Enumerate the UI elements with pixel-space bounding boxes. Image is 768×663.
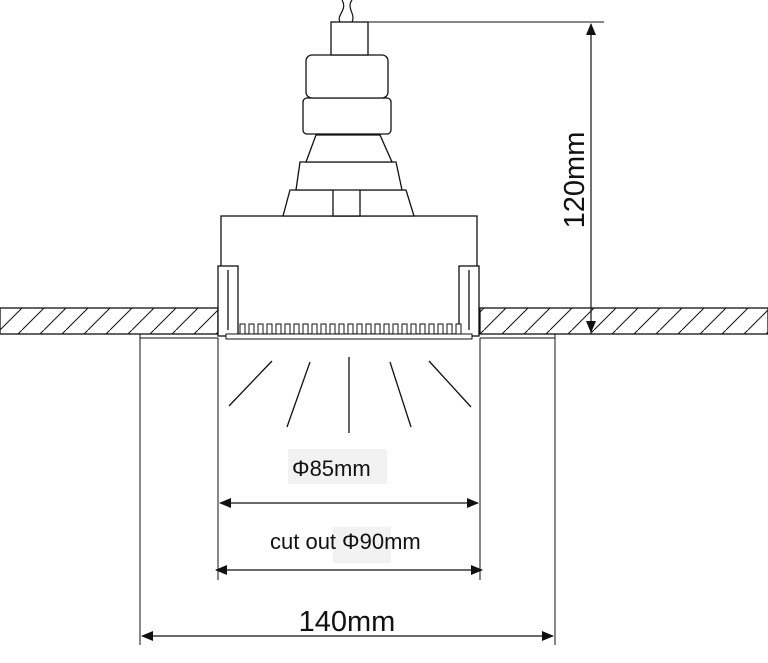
socket-collar	[302, 97, 392, 135]
power-wires	[338, 0, 354, 23]
height-label: 120mm	[559, 132, 591, 229]
heat-sink-fins	[225, 323, 473, 340]
fin-base-plate	[225, 333, 473, 340]
inner-diameter-dimension: Φ85mm	[219, 449, 479, 508]
outer-width-dimension: 140mm	[141, 606, 554, 641]
ceiling-slab	[0, 307, 768, 335]
connector-block	[330, 21, 369, 56]
housing-body	[220, 215, 478, 335]
height-dimension: 120mm	[559, 23, 596, 333]
cutout-diameter-symbol: Φ	[342, 529, 360, 554]
lamp-socket	[282, 21, 415, 217]
ceiling-slab-right	[479, 307, 768, 335]
cutout-diameter-label: 90mm	[360, 529, 421, 554]
outer-width-label: 140mm	[299, 606, 396, 638]
diameter-symbol: Φ	[292, 456, 310, 481]
svg-text:Φ85mm: Φ85mm	[292, 456, 371, 481]
socket-cap	[305, 54, 389, 99]
cutout-diameter-label-bg	[333, 527, 391, 563]
socket-ring	[295, 161, 403, 191]
inner-diameter-label: 85mm	[310, 456, 371, 481]
fixture-housing	[217, 215, 480, 337]
socket-neck	[305, 134, 394, 163]
inner-diameter-label-bg	[288, 449, 387, 484]
light-rays	[228, 357, 472, 433]
extension-lines	[139, 21, 604, 645]
cutout-prefix: cut out	[270, 529, 336, 554]
ceiling-slab-left	[0, 307, 219, 335]
